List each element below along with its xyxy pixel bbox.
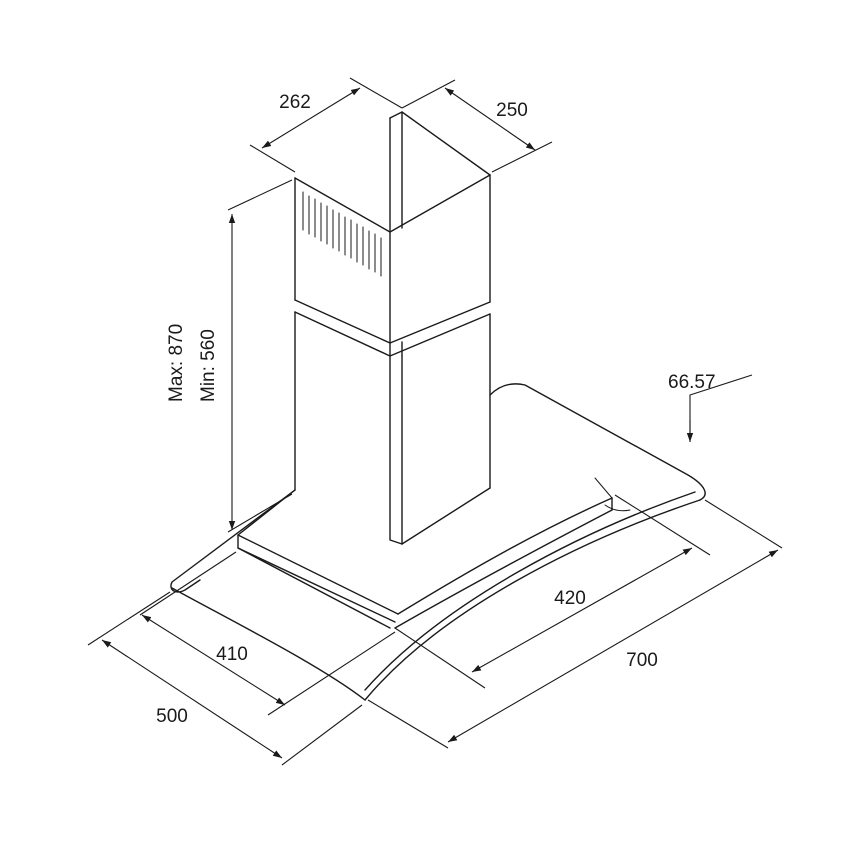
label-700: 700 [626,650,658,671]
dim-hood-depth: 500 [87,591,363,766]
label-262: 262 [279,92,311,113]
label-500: 500 [156,706,188,727]
dim-body-width: 420 [394,494,711,689]
dim-glass-thickness: 66.57 [668,372,753,442]
chimney-lower [294,311,491,545]
label-410: 410 [216,644,248,665]
label-min-560: Min: 560 [198,329,219,402]
dim-chimney-depth: 250 [401,79,553,173]
chimney-upper [294,111,491,344]
dim-chimney-height: Max: 870 Min: 560 [166,179,293,533]
label-250: 250 [496,100,528,121]
chimney-join-band [294,299,491,357]
dim-chimney-width: 262 [249,77,403,173]
label-66-57: 66.57 [668,372,716,393]
label-420: 420 [554,588,586,609]
dim-hood-width: 700 [367,499,783,749]
vent-slots [302,191,382,277]
label-max-870: Max: 870 [166,324,187,402]
